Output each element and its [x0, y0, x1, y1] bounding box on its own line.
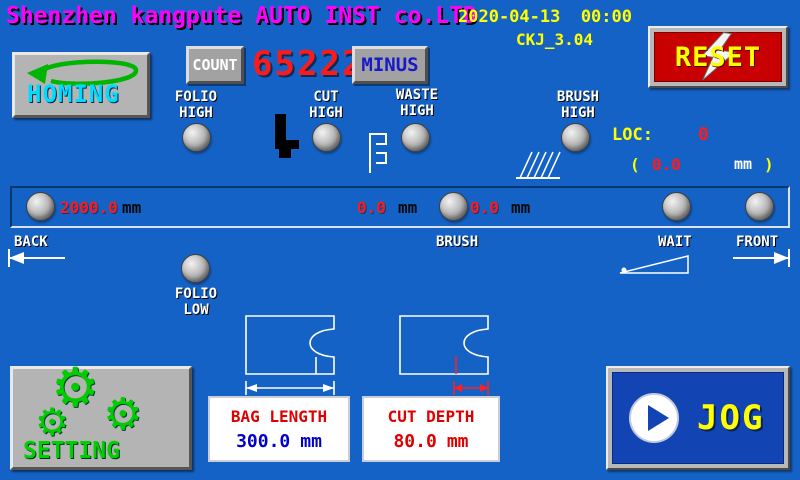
- brush-high-indicator: [561, 123, 590, 152]
- datetime-display: 2020-04-13 00:00: [458, 7, 632, 27]
- waste-hook-icon: [369, 133, 387, 173]
- loc-offset-unit: mm: [734, 155, 753, 173]
- brush-position-value: 0.0: [357, 198, 386, 217]
- loc-offset-paren-open: (: [630, 155, 640, 174]
- setting-label: SETTING: [23, 438, 120, 464]
- zone-label-back: BACK: [14, 234, 48, 250]
- loc-offset-paren-close: ): [764, 155, 774, 174]
- homing-button[interactable]: HOMING: [12, 52, 150, 118]
- zone-label-wait: WAIT: [658, 234, 692, 250]
- firmware-version: CKJ_3.04: [516, 30, 594, 49]
- cut-depth-title: CUT DEPTH: [387, 406, 475, 426]
- bag-length-title: BAG LENGTH: [230, 406, 328, 426]
- cutter-icon: [275, 114, 299, 158]
- back-position-indicator: [26, 192, 55, 221]
- cut-depth-value: 80.0: [393, 430, 437, 452]
- folio-low-indicator: [181, 254, 210, 283]
- cut-depth-setpoint[interactable]: CUT DEPTH 80.0 mm: [362, 396, 500, 462]
- count-value: 65222: [252, 44, 365, 84]
- folio-low-label: FOLIO LOW: [174, 286, 218, 318]
- count-label: COUNT: [186, 46, 244, 84]
- ramp-icon: [619, 255, 689, 274]
- homing-label: HOMING: [27, 80, 120, 108]
- jog-button[interactable]: JOG: [606, 366, 790, 470]
- gear-icon: ⚙: [103, 389, 143, 440]
- company-title: Shenzhen kangpute AUTO INST co.LTD: [6, 3, 477, 29]
- jog-label: JOG: [697, 398, 765, 438]
- gear-icon: ⚙: [51, 356, 100, 419]
- loc-label: LOC:: [612, 125, 653, 145]
- brush-position-unit: mm: [398, 198, 418, 217]
- folio-high-label: FOLIO HIGH: [174, 89, 218, 121]
- back-limit-arrow-icon: [8, 249, 65, 267]
- zone-label-front: FRONT: [736, 234, 779, 250]
- bag-length-value: 300.0: [236, 430, 291, 452]
- wait-position-unit: mm: [511, 198, 531, 217]
- cut-high-indicator: [312, 123, 341, 152]
- reset-button-face: RESET: [654, 31, 782, 82]
- bag-length-unit: mm: [300, 430, 322, 452]
- gear-icon: ⚙: [35, 400, 70, 444]
- wait-position-indicator: [662, 192, 691, 221]
- lightning-icon: [701, 31, 736, 81]
- jog-play-icon: [629, 393, 679, 443]
- bag-cut-diagram: [399, 315, 489, 375]
- position-strip: 2000.0 mm 0.0 mm 0.0 mm: [10, 186, 790, 228]
- brush-position-indicator: [439, 192, 468, 221]
- reset-label: RESET: [674, 41, 762, 73]
- zone-label-brush: BRUSH: [436, 234, 479, 250]
- reset-button[interactable]: RESET: [648, 26, 788, 88]
- minus-button[interactable]: MINUS: [352, 46, 428, 84]
- folio-high-indicator: [182, 123, 211, 152]
- front-position-indicator: [745, 192, 774, 221]
- cut-depth-dimension-arrow: [453, 381, 489, 395]
- homing-arrow-icon: [27, 59, 139, 86]
- bag-length-setpoint[interactable]: BAG LENGTH 300.0 mm: [208, 396, 350, 462]
- cut-depth-unit: mm: [446, 430, 469, 452]
- total-length-unit: mm: [122, 198, 142, 217]
- wait-position-value: 0.0: [470, 198, 499, 217]
- waste-high-indicator: [401, 123, 430, 152]
- brush-high-label: BRUSH HIGH: [556, 89, 600, 121]
- front-limit-arrow-icon: [733, 249, 790, 267]
- waste-high-label: WASTE HIGH: [395, 87, 439, 119]
- jog-button-face: JOG: [612, 372, 784, 464]
- bag-length-dimension-arrow: [245, 381, 335, 395]
- loc-offset-value: 0.0: [652, 155, 681, 174]
- loc-value: 0: [698, 124, 709, 145]
- setting-button[interactable]: ⚙ ⚙ ⚙ SETTING: [10, 361, 192, 470]
- cut-high-label: CUT HIGH: [309, 89, 343, 121]
- brush-icon: [516, 151, 561, 179]
- total-length-value: 2000.0: [60, 198, 118, 217]
- bag-outline-diagram: [245, 315, 335, 375]
